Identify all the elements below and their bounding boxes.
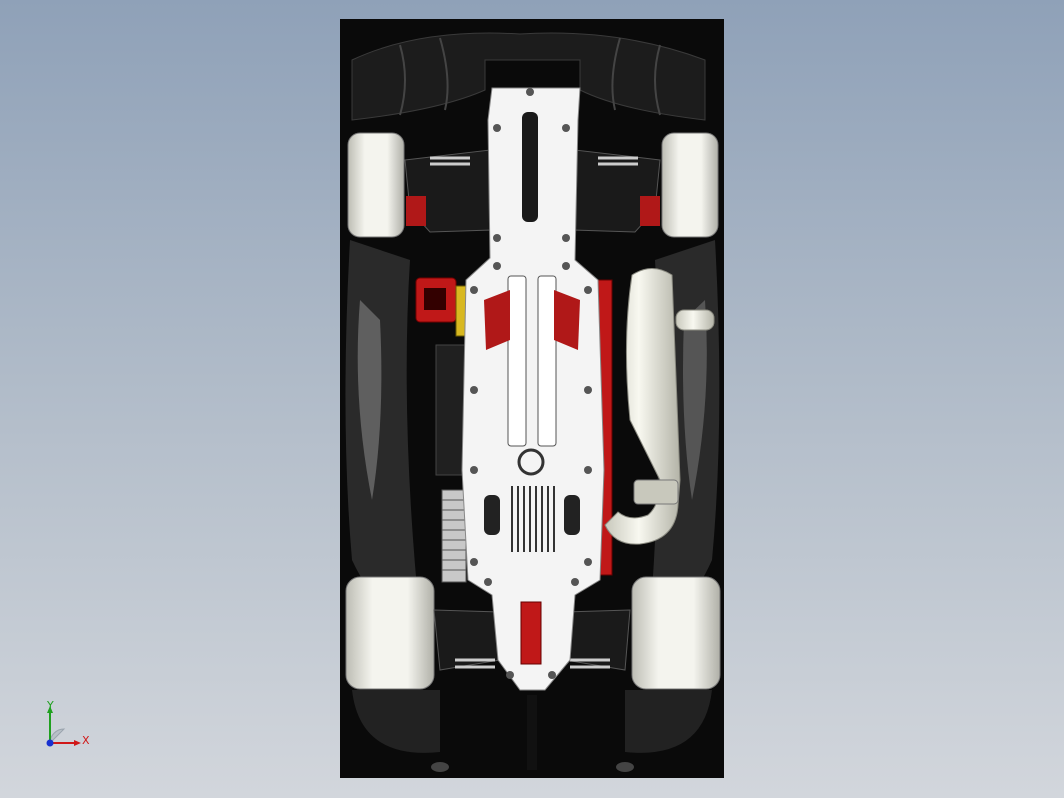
chassis-slot-front [522,112,538,222]
chassis-slot-right [537,275,557,447]
triad-z-axis [46,739,54,747]
chassis-slot-left [507,275,527,447]
rear-body-left [352,690,440,753]
chassis-screws [470,88,592,679]
battery-pack [435,344,467,476]
exhaust-coupler [633,479,679,505]
triad-y-label: Y [47,699,54,712]
exhaust-pipe [604,268,681,545]
rear-red-block [520,601,542,665]
rear-bumper-stub [527,695,537,770]
rear-body-post-right [616,762,634,772]
triad-y-arrow [47,706,53,713]
tire-front-right [661,132,719,238]
triad-x-label: X [82,734,90,747]
rear-body-post-left [431,762,449,772]
rear-body-right [625,690,712,753]
exhaust-stinger [675,309,715,331]
chassis-vents [511,486,555,552]
tire-rear-right [631,576,721,690]
axis-triad-graphic [46,706,81,747]
chassis-vent-left [484,495,500,535]
axis-triad: X Y [40,698,100,758]
spur-gear [441,489,467,583]
front-springs [430,156,638,166]
rear-springs [455,658,610,669]
tire-rear-left [345,576,435,690]
spur-gear-teeth [442,499,466,571]
wing-ribs [399,37,661,116]
body-shine-left [357,300,382,500]
chassis-vent-right [564,495,580,535]
tire-front-left [347,132,405,238]
front-hub-left [406,196,426,226]
chassis-center-hole [517,448,545,476]
chassis-red-accent-right [554,290,580,350]
triad-x-arrow [74,740,81,746]
front-hub-right [640,196,660,226]
body-shine-right [683,300,707,500]
servo-inner [424,288,446,310]
chassis-red-accent-left [484,290,510,350]
